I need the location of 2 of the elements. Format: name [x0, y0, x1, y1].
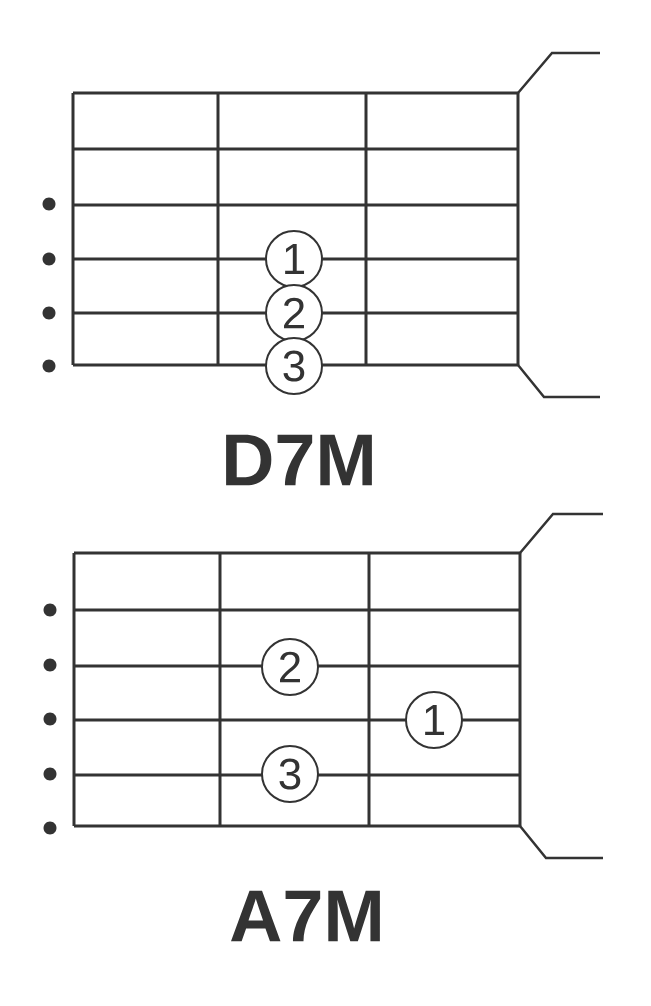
chord-name: D7M: [226, 434, 372, 486]
chord-name: A7M: [231, 890, 380, 942]
